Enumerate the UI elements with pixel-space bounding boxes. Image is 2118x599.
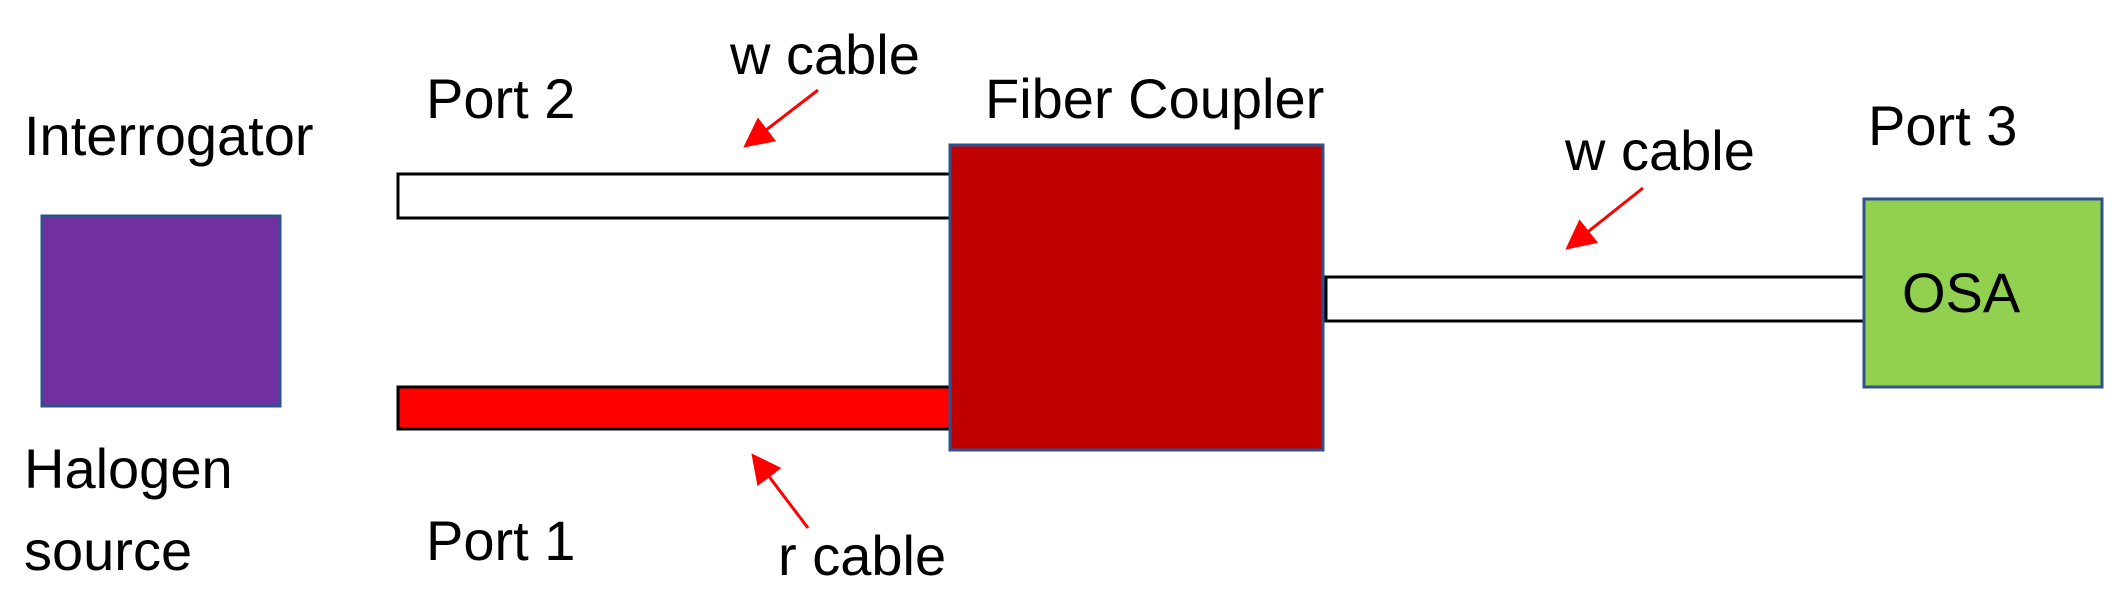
- halogen-label-line1: Halogen: [24, 437, 233, 500]
- fiber-coupler-box: [948, 143, 1325, 452]
- osa-box: [1862, 197, 2104, 389]
- interrogator-label: Interrogator: [24, 104, 314, 167]
- r-cable-port1: [396, 385, 954, 431]
- arrow-w-cable-right: [1565, 186, 1644, 250]
- interrogator-box: [40, 214, 282, 408]
- fiber-coupler-label: Fiber Coupler: [985, 67, 1324, 130]
- port3-label: Port 3: [1868, 94, 2017, 157]
- arrow-w-cable-top: [743, 88, 819, 148]
- w-cable-top-label: w cable: [729, 23, 920, 86]
- w-cable-port2: [396, 172, 954, 220]
- halogen-label-line2: source: [24, 519, 192, 582]
- w-cable-right-label: w cable: [1564, 119, 1755, 182]
- osa-label: OSA: [1902, 261, 2021, 324]
- port1-label: Port 1: [426, 509, 575, 572]
- r-cable-label: r cable: [778, 524, 946, 587]
- w-cable-port3: [1324, 275, 1866, 323]
- arrow-r-cable: [751, 453, 810, 529]
- port2-label: Port 2: [426, 67, 575, 130]
